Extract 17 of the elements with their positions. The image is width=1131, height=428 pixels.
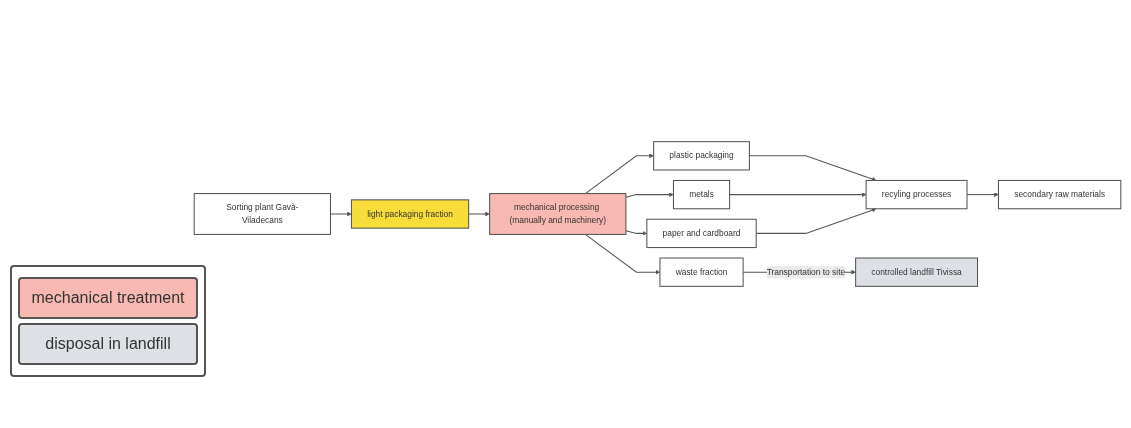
- node-box: waste fraction: [659, 257, 744, 287]
- node-box: paper and cardboard: [646, 218, 757, 249]
- arrow: [729, 192, 867, 197]
- legend-swatch: mechanical treatment: [18, 277, 198, 319]
- node-box: controlled landfill Tivissa: [855, 257, 979, 287]
- arrow: [625, 192, 674, 198]
- arrow: [584, 153, 654, 195]
- node-box: light packaging fraction: [350, 199, 470, 229]
- node-box: Sorting plant Gavà-Viladecans: [193, 193, 331, 235]
- node-box: metals: [672, 179, 731, 210]
- legend-swatch: disposal in landfill: [18, 323, 198, 365]
- edge-label: Transportation to site: [766, 267, 846, 277]
- node-box: mechanical processing (manually and machinery): [489, 193, 627, 235]
- node-box: plastic packaging: [653, 141, 750, 171]
- node-box: secondary raw materials: [997, 179, 1122, 210]
- node-box: recyling processes: [865, 179, 968, 210]
- arrow: [468, 211, 490, 217]
